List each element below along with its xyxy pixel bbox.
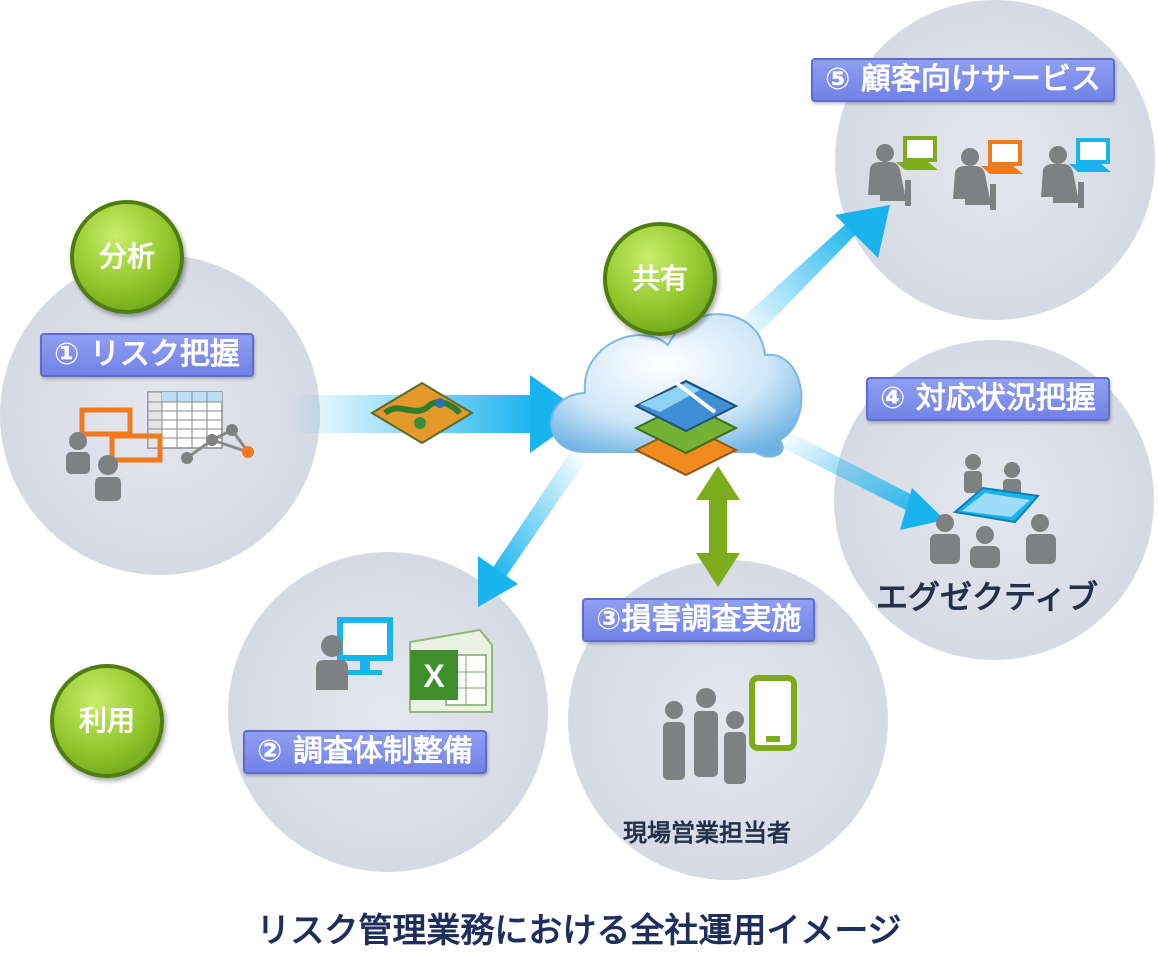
monitor-person-icon <box>316 617 393 690</box>
svg-text:X: X <box>423 658 445 694</box>
arrow-cloud-to-survey-setup <box>478 452 585 607</box>
text-field-staff: 現場営業担当者 <box>623 819 791 847</box>
map-tile-icon <box>370 381 474 445</box>
network-icon <box>181 424 254 464</box>
tablet-icon <box>749 675 797 751</box>
field-staff-people-icon <box>663 688 746 784</box>
circle-survey-setup <box>228 552 548 872</box>
arrow-cloud-to-status <box>783 432 945 530</box>
customer-user-blue <box>1041 138 1111 208</box>
label-damage-survey: ③損害調査実施 <box>582 598 816 642</box>
diagram-title: リスク管理業務における全社運用イメージ <box>256 911 902 951</box>
customer-user-orange <box>953 140 1023 210</box>
label-risk: ① リスク把握 <box>40 333 254 377</box>
text-executive: エグゼクティブ <box>876 578 1099 616</box>
customer-users-icon <box>868 136 1111 210</box>
arrow-cloud-to-customer <box>740 205 890 338</box>
badge-share: 共有 <box>603 222 717 336</box>
double-arrow-cloud-field <box>696 466 740 587</box>
meeting-table-icon <box>930 454 1056 568</box>
map-layers-icon <box>633 379 739 477</box>
badge-use: 利用 <box>50 664 164 778</box>
label-status: ④ 対応状況把握 <box>866 377 1110 421</box>
badge-analysis: 分析 <box>70 200 184 314</box>
customer-user-green <box>868 136 938 206</box>
excel-icon: X <box>409 628 493 713</box>
label-customer: ⑤ 顧客向けサービス <box>811 58 1115 102</box>
label-survey-setup: ② 調査体制整備 <box>243 730 487 774</box>
analyst-people-icon <box>66 407 163 501</box>
